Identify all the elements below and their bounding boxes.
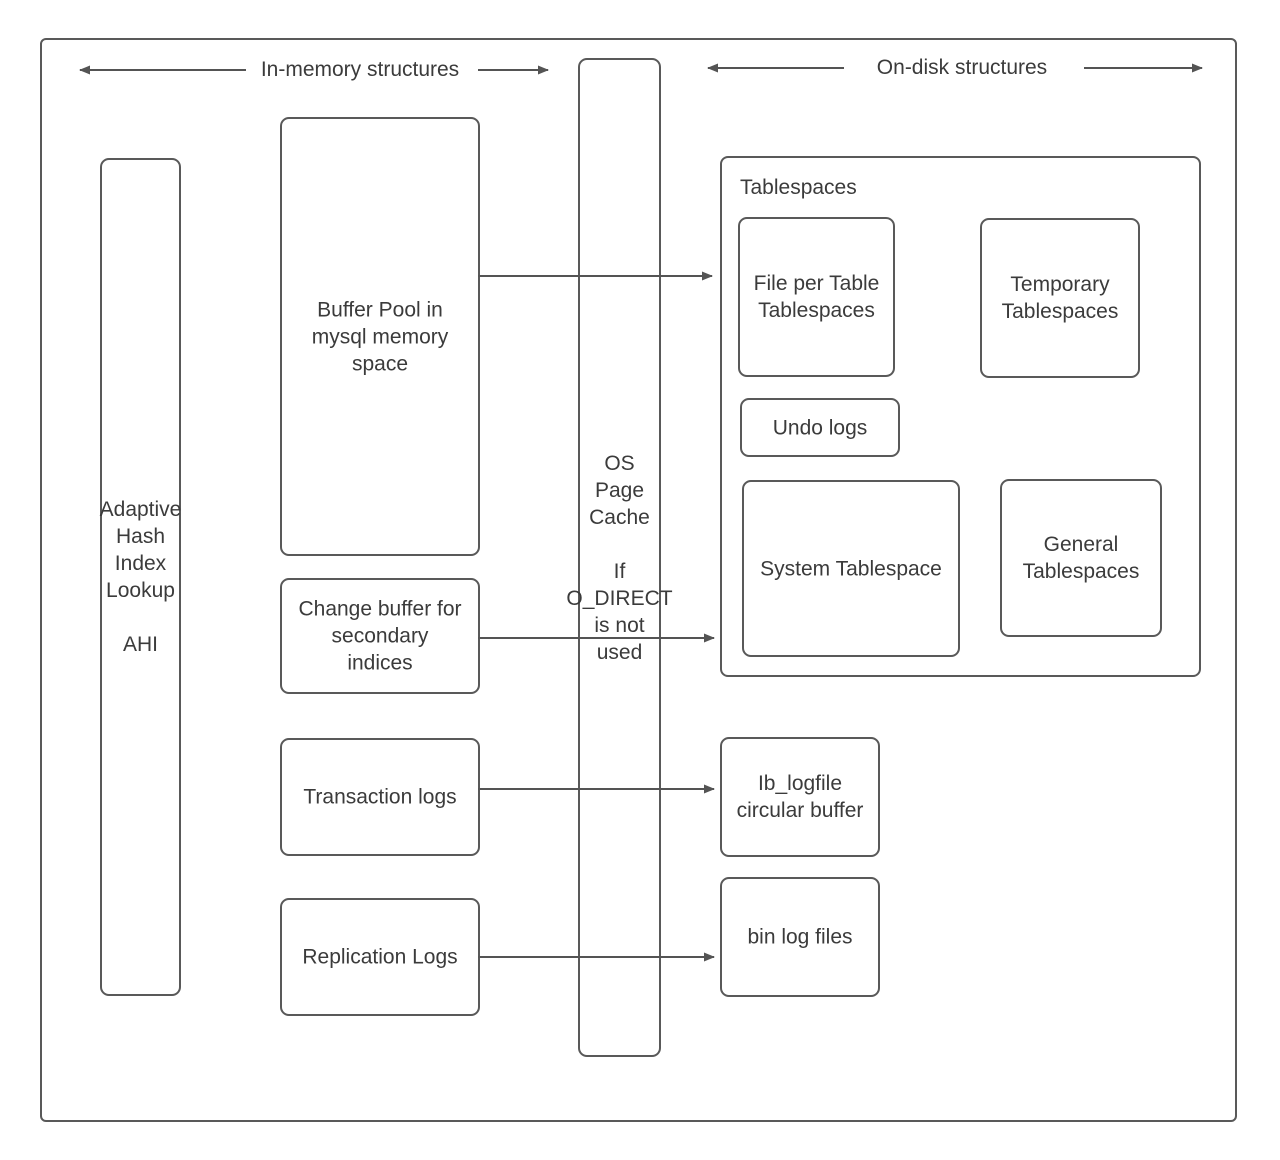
node-system-tablespace: System Tablespace xyxy=(742,480,960,657)
node-buffer-pool-label: Buffer Pool in mysql memory space xyxy=(311,298,449,375)
node-ib-logfile: Ib_logfile circular buffer xyxy=(720,737,880,857)
node-adaptive-hash-index: Adaptive Hash Index Lookup AHI xyxy=(100,158,181,996)
node-change-buffer: Change buffer for secondary indices xyxy=(280,578,480,694)
node-adaptive-hash-index-label: Adaptive Hash Index Lookup AHI xyxy=(99,498,182,656)
node-general-tablespaces-label: General Tablespaces xyxy=(1022,533,1140,583)
node-temporary-tablespaces: Temporary Tablespaces xyxy=(980,218,1140,378)
header-on-disk: On-disk structures xyxy=(876,56,1048,79)
diagram-outer-border xyxy=(40,38,1237,1122)
node-replication-logs: Replication Logs xyxy=(280,898,480,1016)
node-os-page-cache-label: OS Page Cache If O_DIRECT is not used xyxy=(566,451,673,664)
node-system-tablespace-label: System Tablespace xyxy=(760,557,942,580)
node-transaction-logs-label: Transaction logs xyxy=(303,785,457,809)
node-replication-logs-label: Replication Logs xyxy=(302,945,458,969)
node-bin-log-files-label: bin log files xyxy=(747,925,853,949)
node-undo-logs-label: Undo logs xyxy=(772,416,868,439)
node-ib-logfile-label: Ib_logfile circular buffer xyxy=(736,772,864,822)
node-temporary-tablespaces-label: Temporary Tablespaces xyxy=(1001,273,1119,323)
node-os-page-cache: OS Page Cache If O_DIRECT is not used xyxy=(566,58,673,1057)
node-bin-log-files: bin log files xyxy=(720,877,880,997)
node-general-tablespaces: General Tablespaces xyxy=(1000,479,1162,637)
container-tablespaces: Tablespaces File per Table Tablespaces T… xyxy=(720,156,1201,677)
node-transaction-logs: Transaction logs xyxy=(280,738,480,856)
node-file-per-table-label: File per Table Tablespaces xyxy=(753,272,880,322)
header-in-memory: In-memory structures xyxy=(260,58,460,81)
container-tablespaces-title: Tablespaces xyxy=(740,176,857,199)
node-change-buffer-label: Change buffer for secondary indices xyxy=(298,597,462,675)
node-file-per-table-tablespaces: File per Table Tablespaces xyxy=(738,217,895,377)
node-buffer-pool: Buffer Pool in mysql memory space xyxy=(280,117,480,556)
node-undo-logs: Undo logs xyxy=(740,398,900,457)
